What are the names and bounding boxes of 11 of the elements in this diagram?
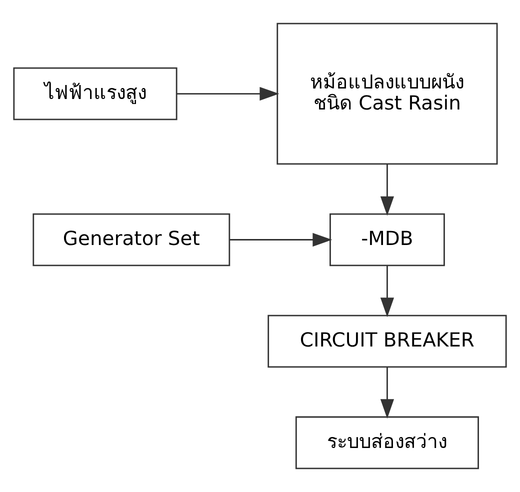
node-box: CIRCUIT BREAKER <box>268 314 507 368</box>
node-box: Generator Set <box>32 213 230 266</box>
arrow <box>380 367 394 419</box>
arrow <box>176 86 280 101</box>
node-box: ไฟฟ้าแรงสูง <box>13 67 178 120</box>
node-box: หม้อแปลงแบบผนัง ชนิด Cast Rasin <box>276 22 498 165</box>
arrow <box>380 164 394 216</box>
arrow <box>380 266 394 318</box>
node-box: -MDB <box>330 213 445 266</box>
node-box: ระบบส่องสว่าง <box>295 416 479 470</box>
arrow <box>230 232 332 247</box>
